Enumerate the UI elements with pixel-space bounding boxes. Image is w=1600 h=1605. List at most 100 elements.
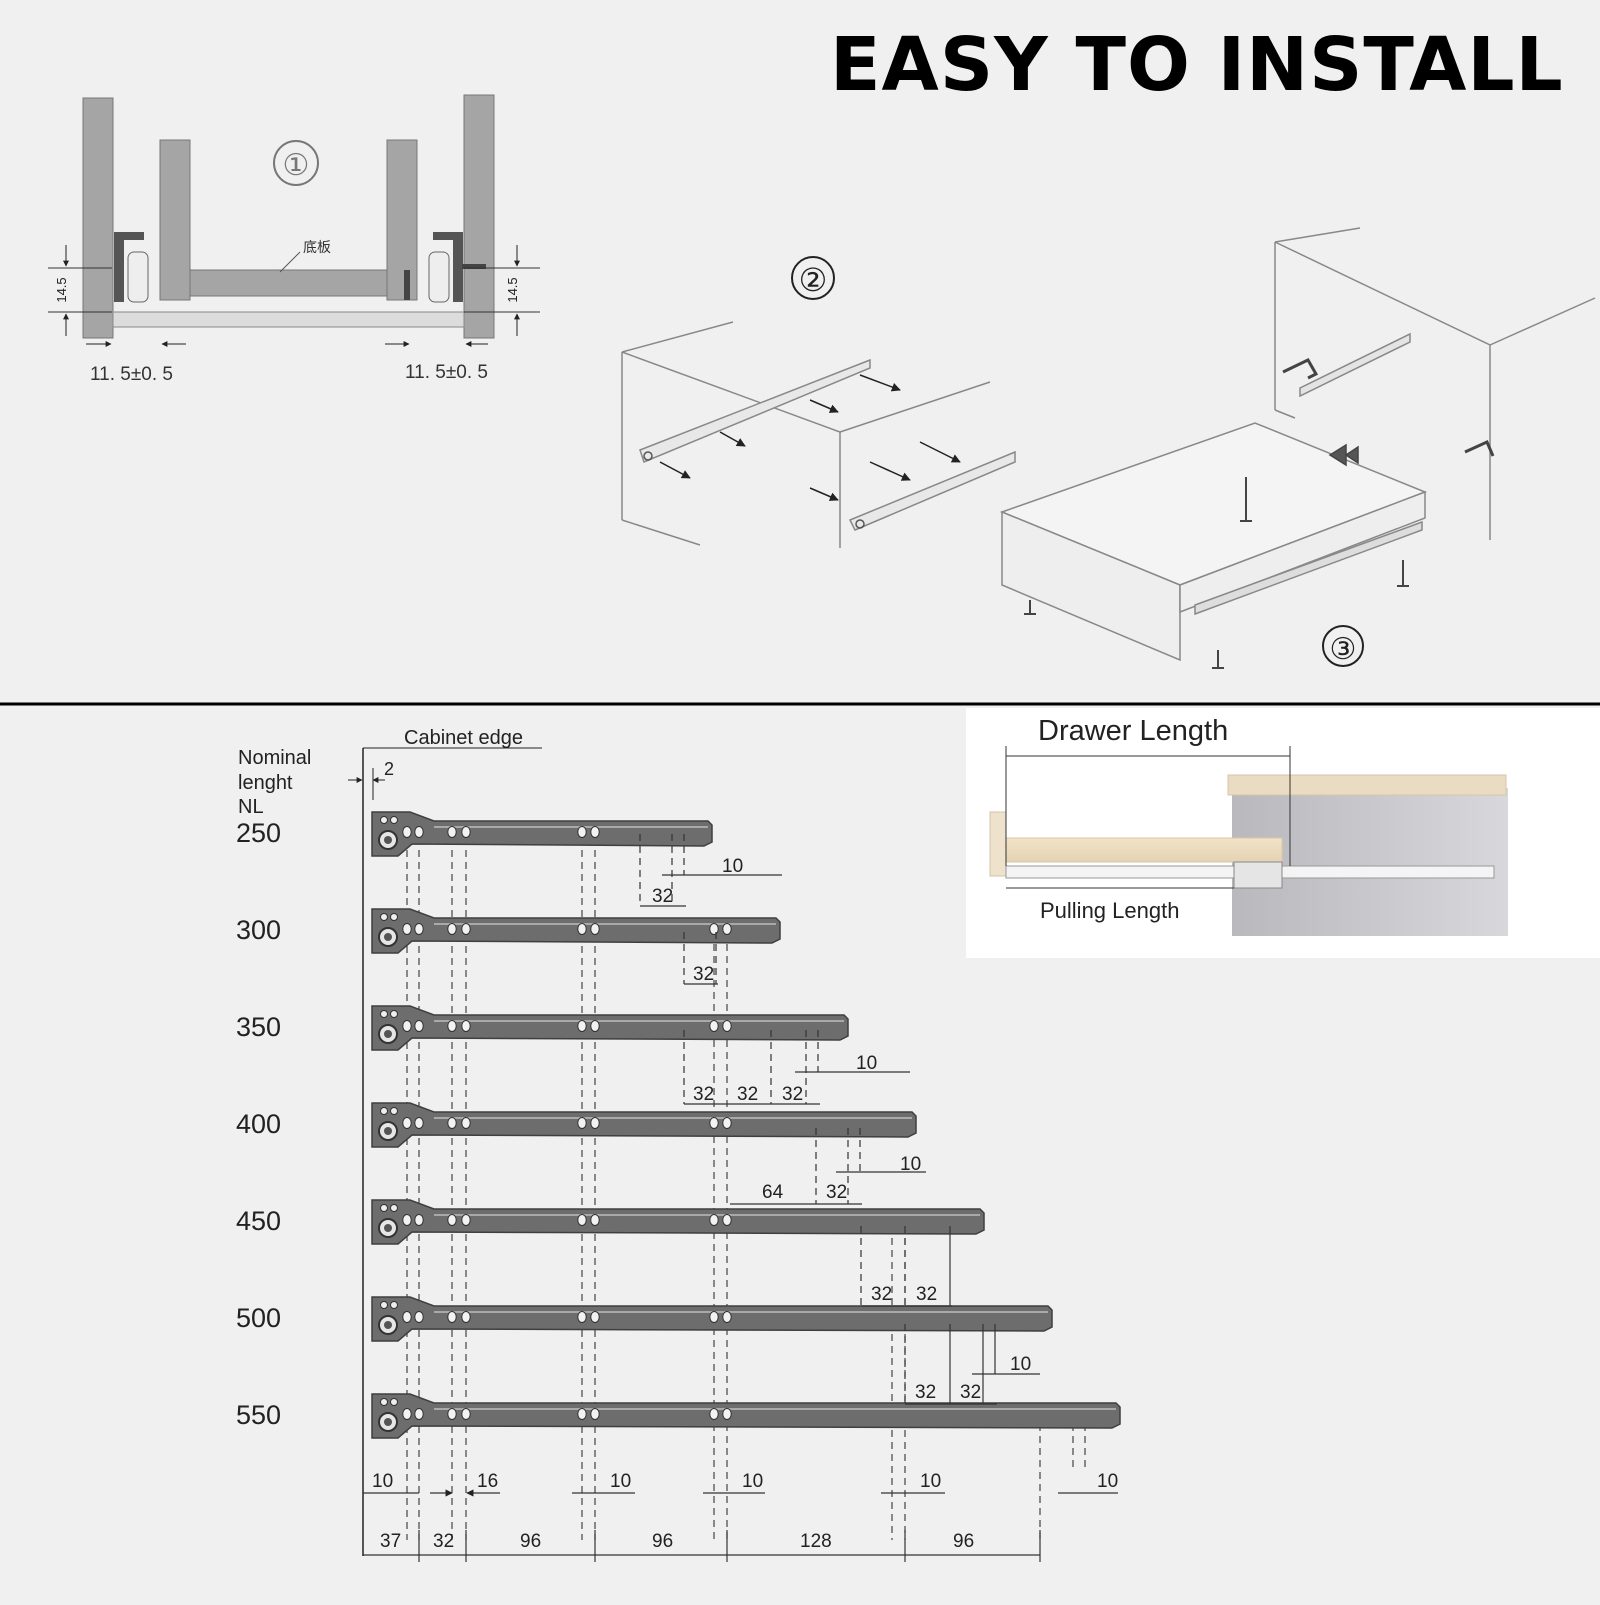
hole-reference-lines xyxy=(406,850,1086,1540)
rail-250-dim: 32 xyxy=(652,886,673,907)
gap-value-right: 11. 5±0. 5 xyxy=(405,362,488,383)
rail-hole xyxy=(709,923,719,935)
leader-line xyxy=(279,251,301,273)
rail-hole xyxy=(414,826,424,838)
rail-hole xyxy=(590,1214,600,1226)
height-value-left: 14.5 xyxy=(54,277,69,302)
rail-dimension-chart: Cabinet edge 2 Nominal lenght NL xyxy=(236,727,1121,1562)
rail-body xyxy=(371,1005,849,1051)
rail-350-dims xyxy=(683,1030,910,1105)
rail-hole xyxy=(447,1408,457,1420)
rail-hole xyxy=(577,1020,587,1032)
rail-350-dim: 10 xyxy=(856,1053,877,1074)
rail-350-dim: 32 xyxy=(693,1084,714,1105)
hole-pitch-label: 16 xyxy=(477,1471,498,1492)
rail-400-dim: 32 xyxy=(826,1182,847,1203)
step-number: ② xyxy=(799,262,828,298)
rail-hole xyxy=(590,1020,600,1032)
rail-hole xyxy=(722,1408,732,1420)
rail-hole xyxy=(402,1117,412,1129)
rail-hole xyxy=(402,923,412,935)
screw-icon xyxy=(404,270,410,300)
drawer-mounting-diagram xyxy=(999,227,1596,669)
slide-rail-carriage xyxy=(1233,861,1283,889)
rail-body xyxy=(371,1102,917,1148)
rail-hole xyxy=(577,1214,587,1226)
rail-hole xyxy=(722,1311,732,1323)
rail-300: 300 xyxy=(236,908,781,954)
rail-hole xyxy=(414,1214,424,1226)
cabinet-edge-label: Cabinet edge xyxy=(404,727,523,749)
spacing-row xyxy=(363,1530,1041,1562)
drawer-panel xyxy=(989,811,1007,877)
spacing-label: 96 xyxy=(953,1531,974,1552)
rail-hole xyxy=(709,1408,719,1420)
nominal-length-value: 350 xyxy=(236,1012,281,1042)
rail-hole xyxy=(709,1311,719,1323)
rail-hole xyxy=(402,826,412,838)
rail-500: 500 xyxy=(236,1296,1053,1342)
spacing-label: 37 xyxy=(380,1531,401,1552)
nominal-length-value: 500 xyxy=(236,1303,281,1333)
cabinet-runner-diagram xyxy=(621,256,1016,548)
rail-hole xyxy=(447,1214,457,1226)
rail-250-dim: 10 xyxy=(722,856,743,877)
rail-hole xyxy=(414,1311,424,1323)
rail-body xyxy=(371,908,781,954)
rail-450-dim: 32 xyxy=(916,1284,937,1305)
cabinet-side-right xyxy=(463,94,495,339)
drawer-box xyxy=(1001,510,1181,662)
rail-450: 450 xyxy=(236,1199,985,1245)
bottom-panel-label: 底板 xyxy=(303,239,331,255)
roller-right xyxy=(428,251,450,303)
rail-hole xyxy=(447,1117,457,1129)
step-number-circle xyxy=(791,256,835,300)
base-plate xyxy=(112,311,465,328)
rail-450-dims xyxy=(860,1226,952,1307)
rail-hole xyxy=(461,1311,471,1323)
rail-550: 550 xyxy=(236,1393,1121,1439)
screw-icon xyxy=(1212,650,1224,669)
rail-hole xyxy=(461,1408,471,1420)
rail-hole xyxy=(577,1311,587,1323)
rail-350-dim: 32 xyxy=(782,1084,803,1105)
rail-hole xyxy=(590,923,600,935)
page-title: EASY TO INSTALL xyxy=(830,22,1564,108)
rail-hole xyxy=(447,826,457,838)
step-number: ③ xyxy=(1330,633,1357,666)
rail-500-dims xyxy=(904,1324,1040,1405)
rail-350: 350 xyxy=(236,1005,849,1051)
rail-250-dims xyxy=(639,834,782,907)
rail-hole xyxy=(447,1311,457,1323)
rail-hole xyxy=(722,1117,732,1129)
bracket-icon xyxy=(1282,358,1319,380)
hole-pitch-label: 10 xyxy=(1097,1471,1118,1492)
cross-section-diagram: ① 底板 14.5 14.5 11. 5±0. 5 11. 5±0. 5 xyxy=(48,94,540,385)
rail-hole xyxy=(447,923,457,935)
gap-value-left: 11. 5±0. 5 xyxy=(90,364,173,385)
rail-500-dim: 32 xyxy=(915,1382,936,1403)
drawer-body xyxy=(1005,837,1283,863)
screw-icon xyxy=(1397,560,1409,587)
rail-350-dim: 32 xyxy=(737,1084,758,1105)
rail-hole xyxy=(402,1020,412,1032)
rail-hole xyxy=(577,826,587,838)
runner-left xyxy=(114,232,144,302)
rail-hole xyxy=(414,1408,424,1420)
rail-400-dim: 10 xyxy=(900,1154,921,1175)
screw-icon xyxy=(1024,600,1036,615)
drawer-length-label: Drawer Length xyxy=(1038,715,1228,747)
rail-300-dims xyxy=(683,932,718,985)
rail-450-dim: 32 xyxy=(871,1284,892,1305)
hole-pitch-label: 10 xyxy=(610,1471,631,1492)
screw-icon xyxy=(1240,477,1252,522)
step-number-circle xyxy=(1322,625,1364,667)
spacing-label: 128 xyxy=(800,1531,832,1552)
rail-hole xyxy=(709,1117,719,1129)
step-number: ① xyxy=(283,149,310,182)
spacing-label: 32 xyxy=(433,1531,454,1552)
rail-hole xyxy=(709,1214,719,1226)
